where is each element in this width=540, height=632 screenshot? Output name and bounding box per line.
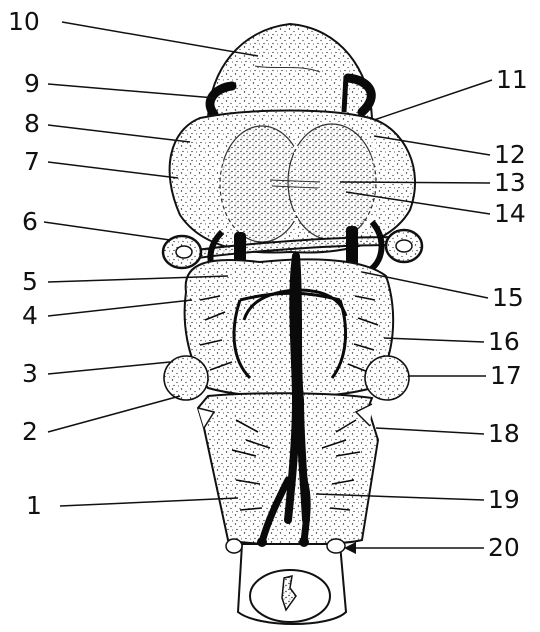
label-20: 20 bbox=[488, 533, 520, 562]
left-vessel-end bbox=[257, 537, 267, 547]
label-9: 9 bbox=[24, 69, 40, 98]
left-side-loop-hole bbox=[176, 246, 192, 258]
left-lateral-lobe bbox=[164, 356, 208, 400]
label-4: 4 bbox=[22, 301, 38, 330]
label-3: 3 bbox=[22, 359, 38, 388]
right-lateral-lobe bbox=[365, 356, 409, 400]
right-vessel-end bbox=[299, 537, 309, 547]
label-10: 10 bbox=[8, 7, 40, 36]
label-13: 13 bbox=[494, 168, 526, 197]
label-5: 5 bbox=[22, 267, 38, 296]
label-11: 11 bbox=[496, 65, 528, 94]
label-6: 6 bbox=[22, 207, 38, 236]
label-19: 19 bbox=[488, 485, 520, 514]
label-2: 2 bbox=[22, 417, 38, 446]
vertebral-artery-right bbox=[304, 480, 307, 542]
right-side-loop-hole bbox=[396, 240, 412, 252]
arrowhead-20 bbox=[344, 542, 356, 554]
label-17: 17 bbox=[490, 361, 522, 390]
label-14: 14 bbox=[494, 199, 526, 228]
label-15: 15 bbox=[492, 283, 524, 312]
cerebellum bbox=[185, 259, 394, 397]
label-12: 12 bbox=[494, 140, 526, 169]
label-1: 1 bbox=[26, 491, 42, 520]
label-16: 16 bbox=[488, 327, 520, 356]
right-root bbox=[327, 539, 345, 553]
label-18: 18 bbox=[488, 419, 520, 448]
label-7: 7 bbox=[24, 147, 40, 176]
right-branch-vessel bbox=[344, 76, 346, 112]
left-root bbox=[226, 539, 242, 553]
frontal-lobe bbox=[208, 24, 372, 118]
label-8: 8 bbox=[24, 109, 40, 138]
